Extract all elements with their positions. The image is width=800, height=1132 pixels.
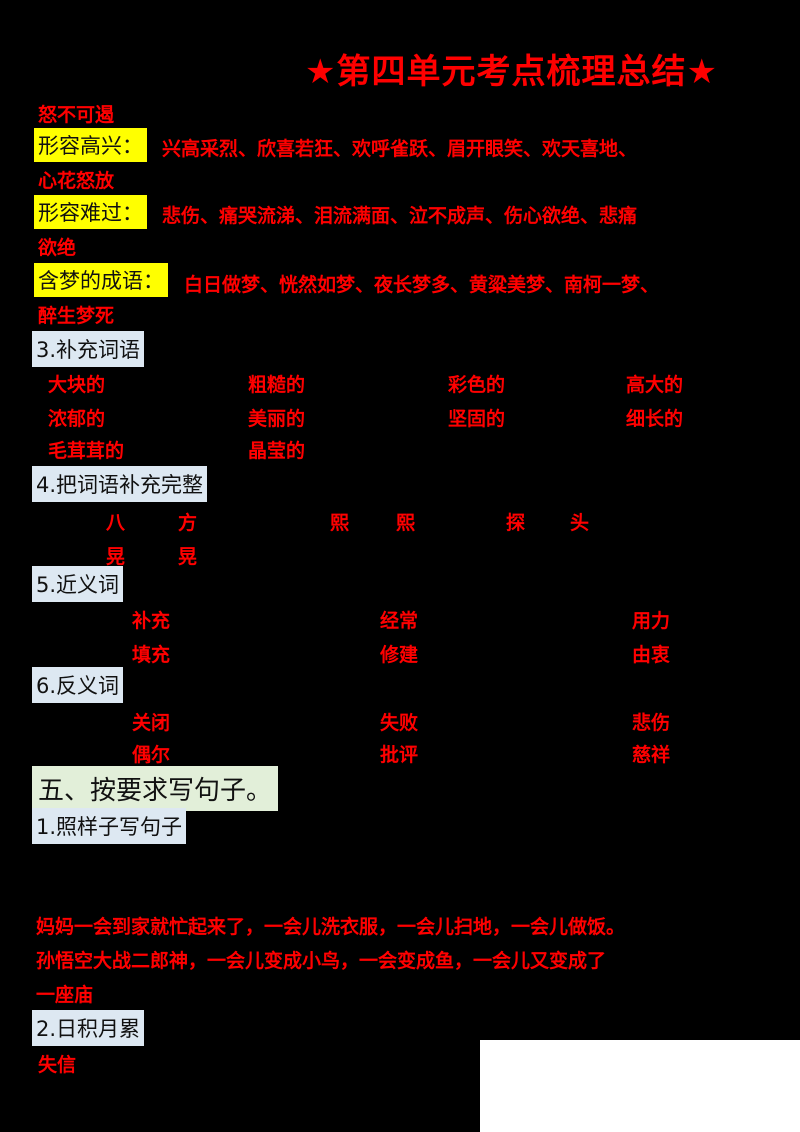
fill-char: 八 [106, 512, 126, 534]
section3-heading: 3.补充词语 [32, 331, 145, 367]
word-cell: 细长的 [626, 408, 684, 430]
fill-char: 方 [178, 512, 198, 534]
answer-line-2: 孙悟空大战二郎神，一会儿变成小鸟，一会变成鱼，一会儿又变成了 [36, 950, 607, 972]
antonym-cell: 批评 [380, 744, 419, 766]
antonym-cell: 慈祥 [632, 744, 671, 766]
synonym-cell: 修建 [380, 644, 419, 666]
part5-heading: 五、按要求写句子。 [32, 766, 279, 811]
synonym-cell: 补充 [132, 610, 171, 632]
idioms-sad-line1: 悲伤、痛哭流涕、泪流满面、泣不成声、伤心欲绝、悲痛 [162, 205, 638, 227]
part5-sub1: 1.照样子写句子 [32, 808, 187, 844]
antonym-cell: 悲伤 [632, 712, 671, 734]
word-cell: 毛茸茸的 [48, 440, 125, 462]
word-cell: 浓郁的 [48, 408, 106, 430]
idioms-dream-line1: 白日做梦、恍然如梦、夜长梦多、黄粱美梦、南柯一梦、 [184, 274, 660, 296]
idioms-dream-line2: 醉生梦死 [38, 305, 115, 327]
idiom-top-line: 怒不可遏 [38, 104, 115, 126]
page-title: ★第四单元考点梳理总结★ [305, 52, 718, 92]
antonym-cell: 偶尔 [132, 744, 171, 766]
synonym-cell: 经常 [380, 610, 419, 632]
section5-heading: 5.近义词 [32, 566, 124, 602]
blank-area [480, 1040, 800, 1132]
antonym-cell: 关闭 [132, 712, 171, 734]
fill-char: 晃 [178, 546, 198, 568]
section6-heading: 6.反义词 [32, 667, 124, 703]
fill-char: 熙 [330, 512, 350, 534]
word-cell: 彩色的 [448, 374, 506, 396]
answer-2: 失信 [38, 1054, 77, 1076]
answer-line-1: 妈妈一会到家就忙起来了，一会儿洗衣服，一会儿扫地，一会儿做饭。 [36, 916, 626, 938]
word-cell: 粗糙的 [248, 374, 306, 396]
word-cell: 美丽的 [248, 408, 306, 430]
label-happy: 形容高兴： [34, 128, 147, 162]
word-cell: 晶莹的 [248, 440, 306, 462]
synonym-cell: 填充 [132, 644, 171, 666]
idioms-happy-line1: 兴高采烈、欣喜若狂、欢呼雀跃、眉开眼笑、欢天喜地、 [162, 138, 638, 160]
label-dream: 含梦的成语： [34, 263, 168, 297]
word-cell: 坚固的 [448, 408, 506, 430]
fill-char: 探 [506, 512, 526, 534]
part5-sub2: 2.日积月累 [32, 1010, 145, 1046]
idioms-happy-line2: 心花怒放 [38, 170, 115, 192]
synonym-cell: 用力 [632, 610, 671, 632]
idioms-sad-line2: 欲绝 [38, 237, 77, 259]
fill-char: 熙 [396, 512, 416, 534]
fill-char: 晃 [106, 546, 126, 568]
synonym-cell: 由衷 [632, 644, 671, 666]
section4-heading: 4.把词语补充完整 [32, 466, 208, 502]
antonym-cell: 失败 [380, 712, 419, 734]
answer-line-3: 一座庙 [36, 984, 94, 1006]
label-sad: 形容难过： [34, 195, 147, 229]
fill-char: 头 [570, 512, 590, 534]
word-cell: 大块的 [48, 374, 106, 396]
word-cell: 高大的 [626, 374, 684, 396]
